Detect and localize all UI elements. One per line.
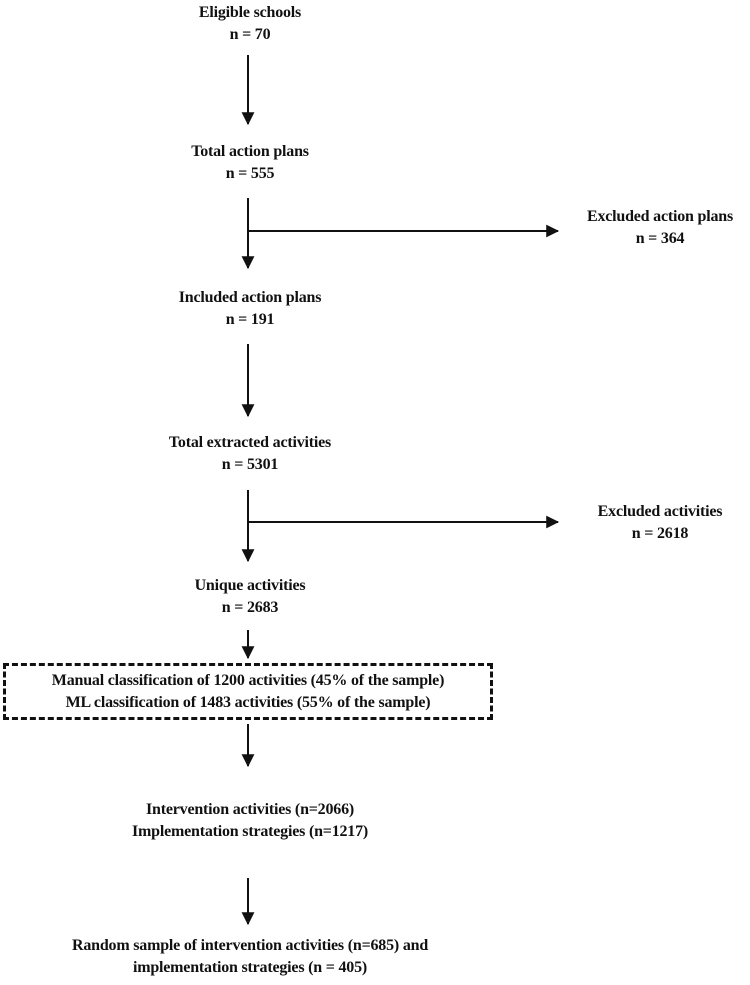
- node-total-extracted-activities: Total extracted activities n = 5301: [100, 432, 400, 476]
- node-total-action-plans: Total action plans n = 555: [100, 141, 400, 185]
- node-count: n = 555: [225, 165, 275, 182]
- node-label: Unique activities: [194, 577, 306, 594]
- node-label: Excluded action plans: [586, 208, 734, 225]
- node-label: Manual classification of 1200 activities…: [51, 672, 445, 689]
- node-label: Included action plans: [178, 289, 322, 306]
- node-eligible-schools: Eligible schools n = 70: [100, 2, 400, 46]
- node-excluded-action-plans: Excluded action plans n = 364: [570, 206, 750, 250]
- node-count: n = 191: [225, 311, 275, 328]
- node-label: Total action plans: [191, 143, 309, 160]
- node-included-action-plans: Included action plans n = 191: [100, 287, 400, 331]
- node-label: implementation strategies (n = 405): [132, 959, 368, 976]
- node-label: Excluded activities: [597, 503, 723, 520]
- node-unique-activities: Unique activities n = 2683: [100, 575, 400, 619]
- node-label: ML classification of 1483 activities (55…: [65, 694, 431, 711]
- node-label: Implementation strategies (n=1217): [131, 823, 369, 840]
- node-label: Eligible schools: [198, 4, 302, 21]
- node-count: n = 5301: [221, 456, 279, 473]
- node-excluded-activities: Excluded activities n = 2618: [570, 501, 750, 545]
- node-count: n = 364: [635, 230, 685, 247]
- node-intervention-implementation: Intervention activities (n=2066) Impleme…: [50, 799, 450, 843]
- node-label: Random sample of intervention activities…: [71, 937, 429, 954]
- node-label: Total extracted activities: [168, 434, 332, 451]
- node-count: n = 2683: [221, 599, 279, 616]
- node-classification-box: Manual classification of 1200 activities…: [3, 663, 493, 720]
- node-random-sample: Random sample of intervention activities…: [25, 935, 475, 979]
- node-count: n = 2618: [631, 525, 689, 542]
- node-label: Intervention activities (n=2066): [145, 801, 355, 818]
- node-count: n = 70: [229, 26, 271, 43]
